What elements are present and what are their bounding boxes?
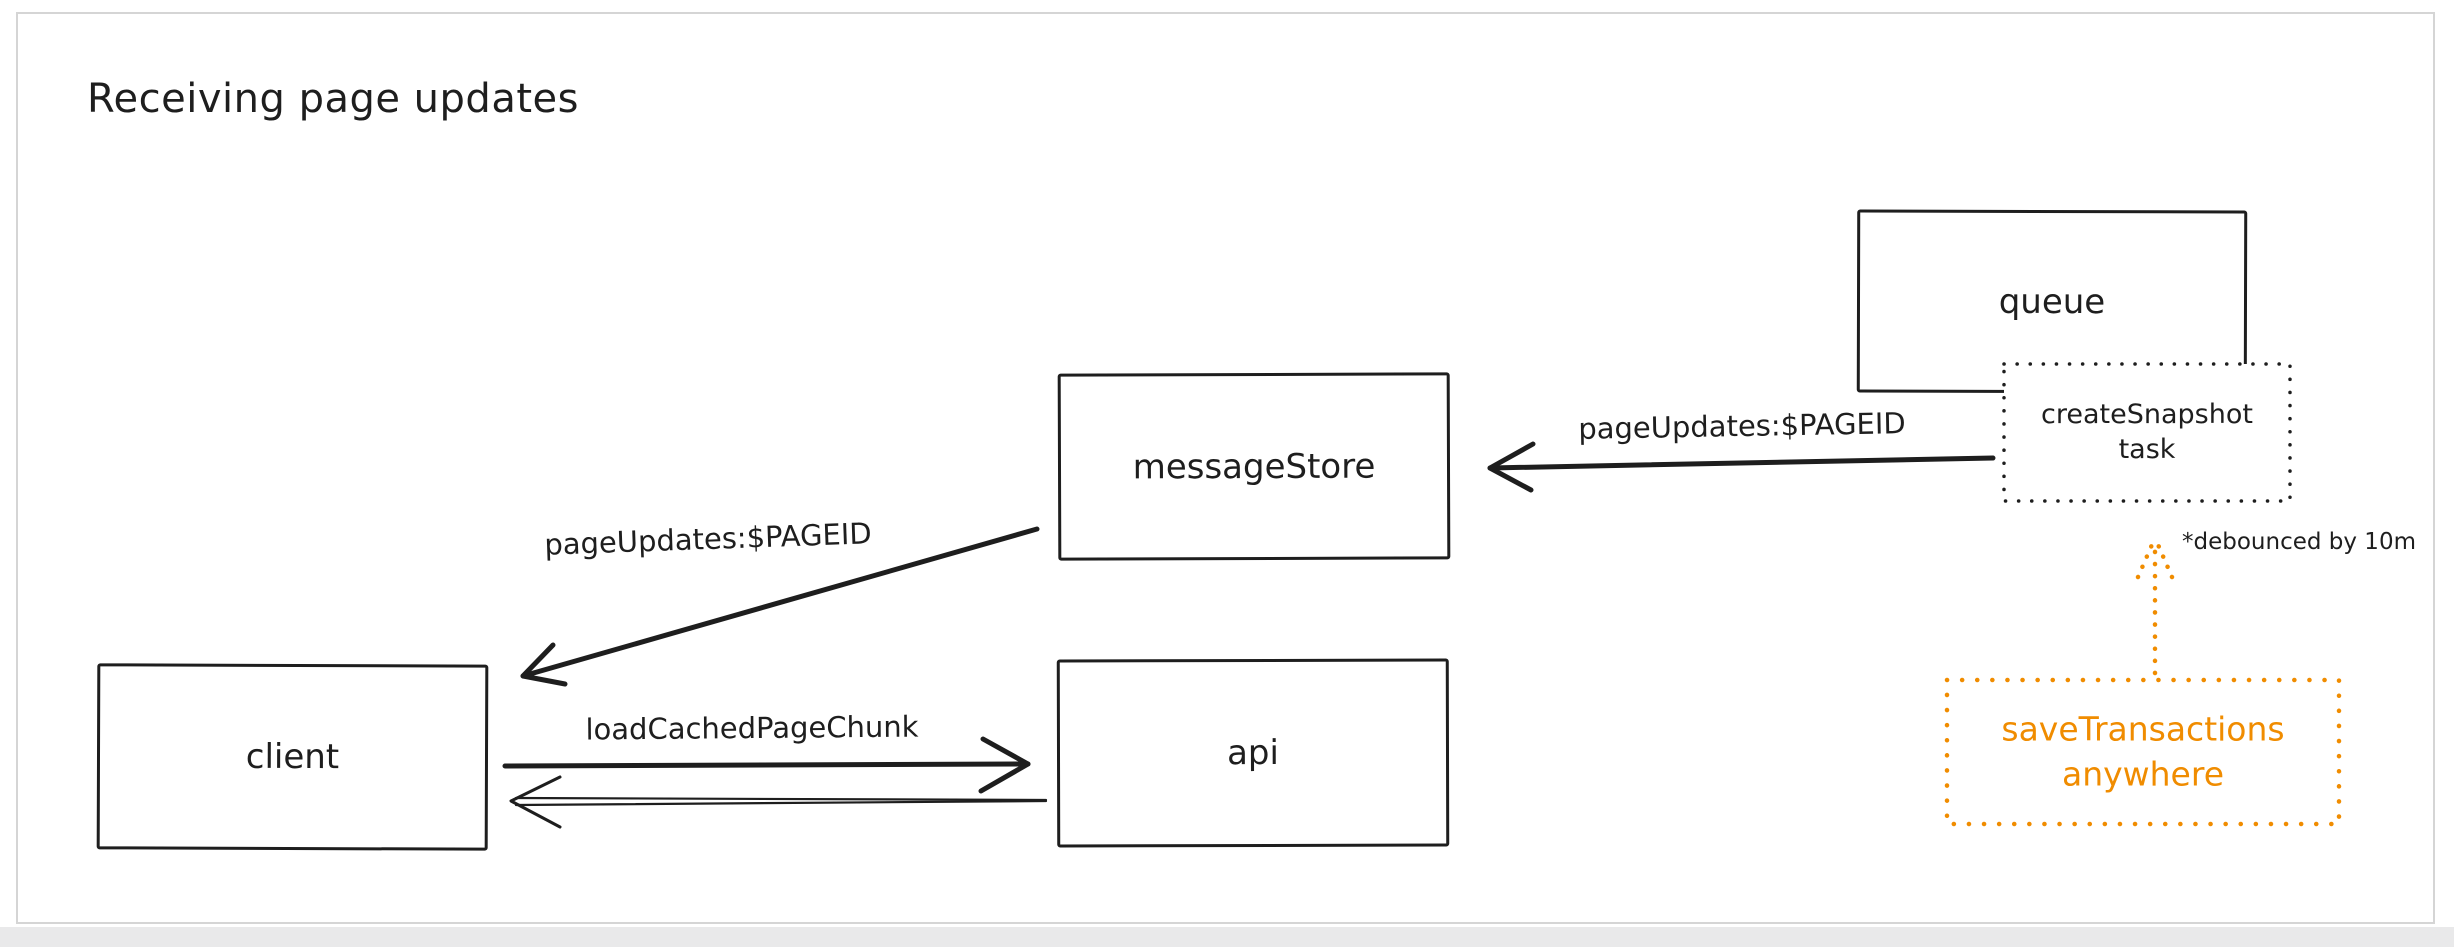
create-snapshot-line2: task (2118, 434, 2176, 465)
arrow-savetransactions-to-createsnapshot (2135, 537, 2175, 676)
debounce-note: *debounced by 10m (2182, 529, 2416, 555)
save-transactions-node (1944, 677, 2342, 827)
arrow-messagestore-to-client (520, 526, 1040, 687)
footer-strip (0, 927, 2454, 947)
save-transactions-line2: anywhere (2061, 754, 2225, 793)
create-snapshot-line1: createSnapshot (2041, 398, 2253, 430)
arrow-createsnapshot-to-messagestore (1487, 441, 1996, 493)
create-snapshot-task-node (2002, 362, 2292, 503)
save-transactions-line1: saveTransactions (2001, 709, 2285, 749)
edge-label-loadcachedpagechunk: loadCachedPageChunk (585, 709, 919, 747)
diagram-title: Receiving page updates (87, 76, 579, 122)
create-snapshot-task-label: createSnapshot task (2041, 397, 2253, 467)
arrow-api-to-client (509, 775, 1048, 829)
save-transactions-label: saveTransactions anywhere (2001, 707, 2284, 796)
edge-label-pageupdates-right: pageUpdates:$PAGEID (1578, 406, 1906, 446)
arrow-client-to-api (502, 736, 1031, 794)
